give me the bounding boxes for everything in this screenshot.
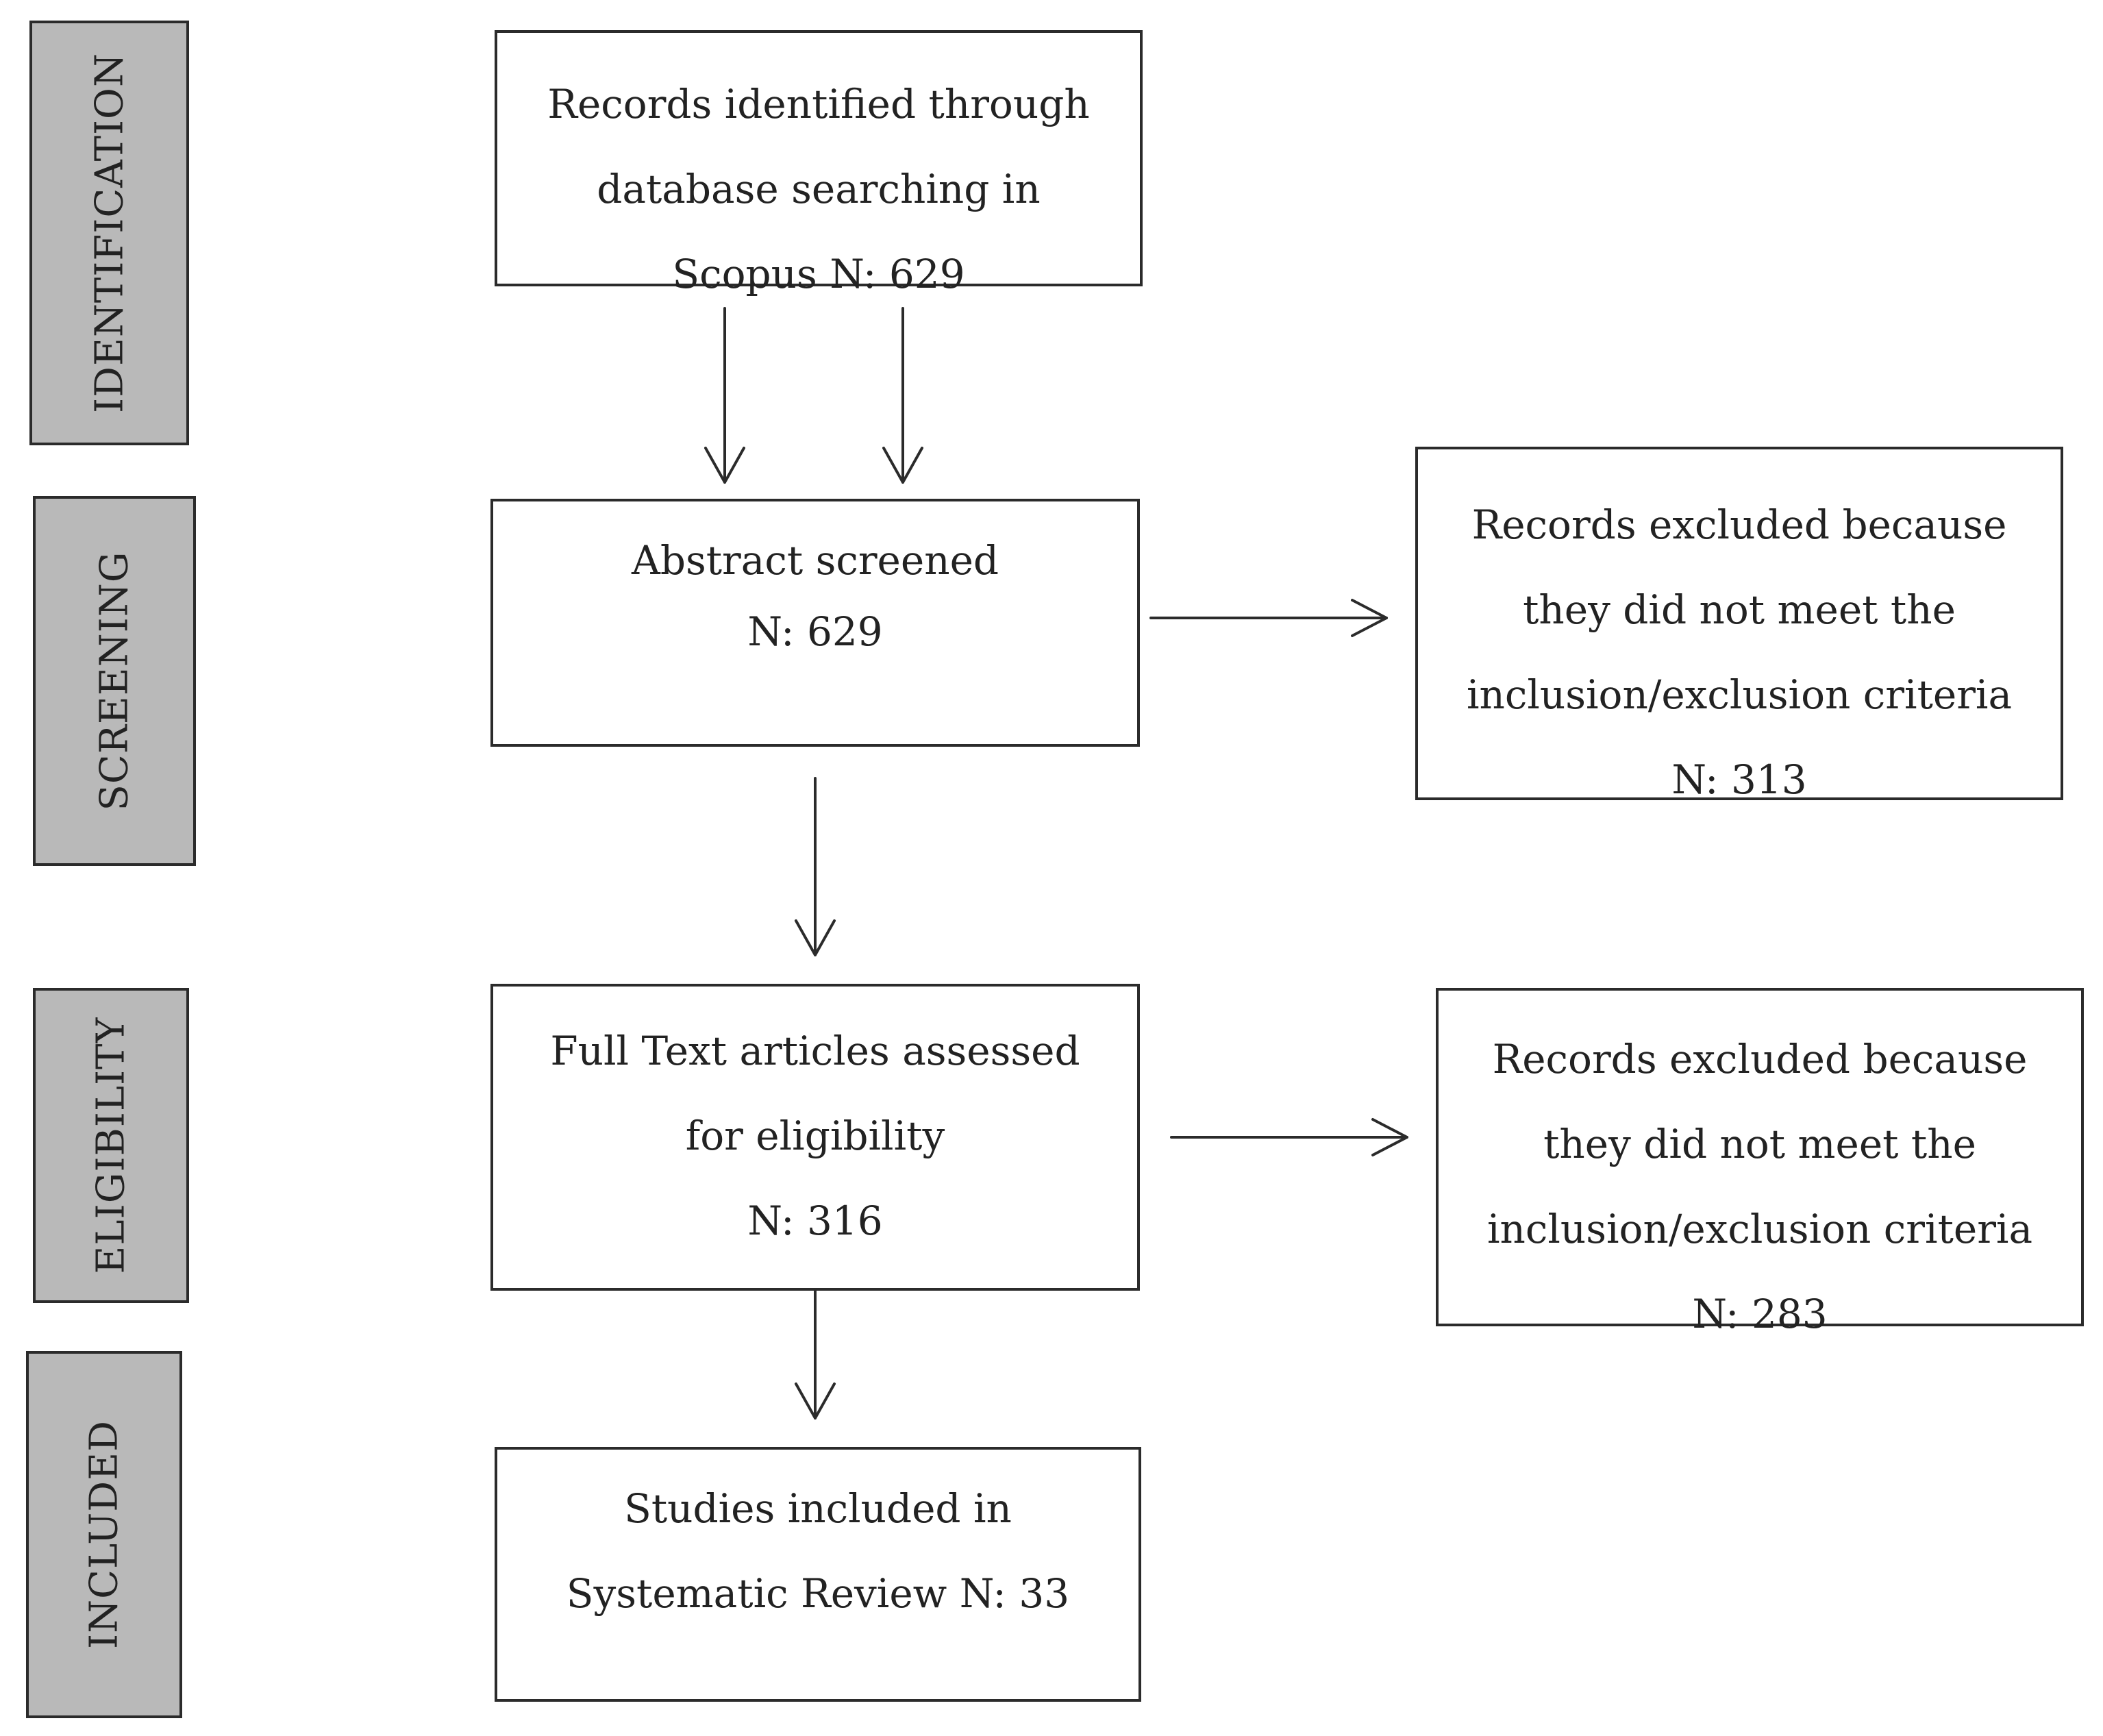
box-text-line: Full Text articles assessed	[550, 1028, 1080, 1074]
box-text-line: Studies included in	[624, 1485, 1012, 1532]
phase-screening: SCREENING	[33, 496, 196, 866]
box-text-line: Records identified through	[547, 81, 1090, 127]
box-text-line: Records excluded because	[1492, 1036, 2028, 1082]
box-text-line: N: 283	[1692, 1291, 1828, 1337]
arrow-identified-to-screened-right	[882, 307, 923, 484]
box-text-line: they did not meet the	[1543, 1121, 1976, 1167]
arrow-fulltext-to-included	[795, 1289, 836, 1419]
box-text-line: N: 316	[747, 1198, 883, 1244]
box-text-line: Records excluded because	[1471, 501, 2007, 548]
abstract-screened-box: Abstract screened N: 629	[490, 499, 1140, 747]
records-excluded-eligibility-box: Records excluded because they did not me…	[1436, 988, 2084, 1337]
arrow-screened-to-fulltext	[795, 777, 836, 956]
box-text-line: Systematic Review N: 33	[566, 1570, 1070, 1617]
box-text-line: inclusion/exclusion criteria	[1466, 671, 2013, 718]
arrow-fulltext-to-excluded	[1170, 1118, 1408, 1156]
phase-identification: IDENTIFICATION	[29, 21, 189, 445]
box-text-line: for eligibility	[685, 1113, 945, 1159]
records-identified-box: Records identified through database sear…	[495, 30, 1143, 297]
box-text-line: Scopus N: 629	[672, 251, 965, 297]
arrow-identified-to-screened-left	[704, 307, 745, 484]
fulltext-assessed-box: Full Text articles assessed for eligibil…	[490, 984, 1140, 1291]
box-text-line: inclusion/exclusion criteria	[1486, 1206, 2033, 1252]
box-text-line: N: 629	[747, 608, 883, 655]
phase-included: INCLUDED	[26, 1351, 182, 1718]
box-text-line: database searching in	[597, 166, 1041, 212]
records-excluded-screening-box: Records excluded because they did not me…	[1415, 447, 2063, 803]
phase-eligibility: ELIGIBILITY	[33, 988, 189, 1303]
studies-included-box: Studies included in Systematic Review N:…	[495, 1447, 1141, 1702]
box-text-line: N: 313	[1671, 756, 1807, 803]
box-text-line: they did not meet the	[1523, 586, 1956, 633]
arrow-screened-to-excluded	[1149, 599, 1388, 637]
box-text-line: Abstract screened	[631, 537, 999, 584]
